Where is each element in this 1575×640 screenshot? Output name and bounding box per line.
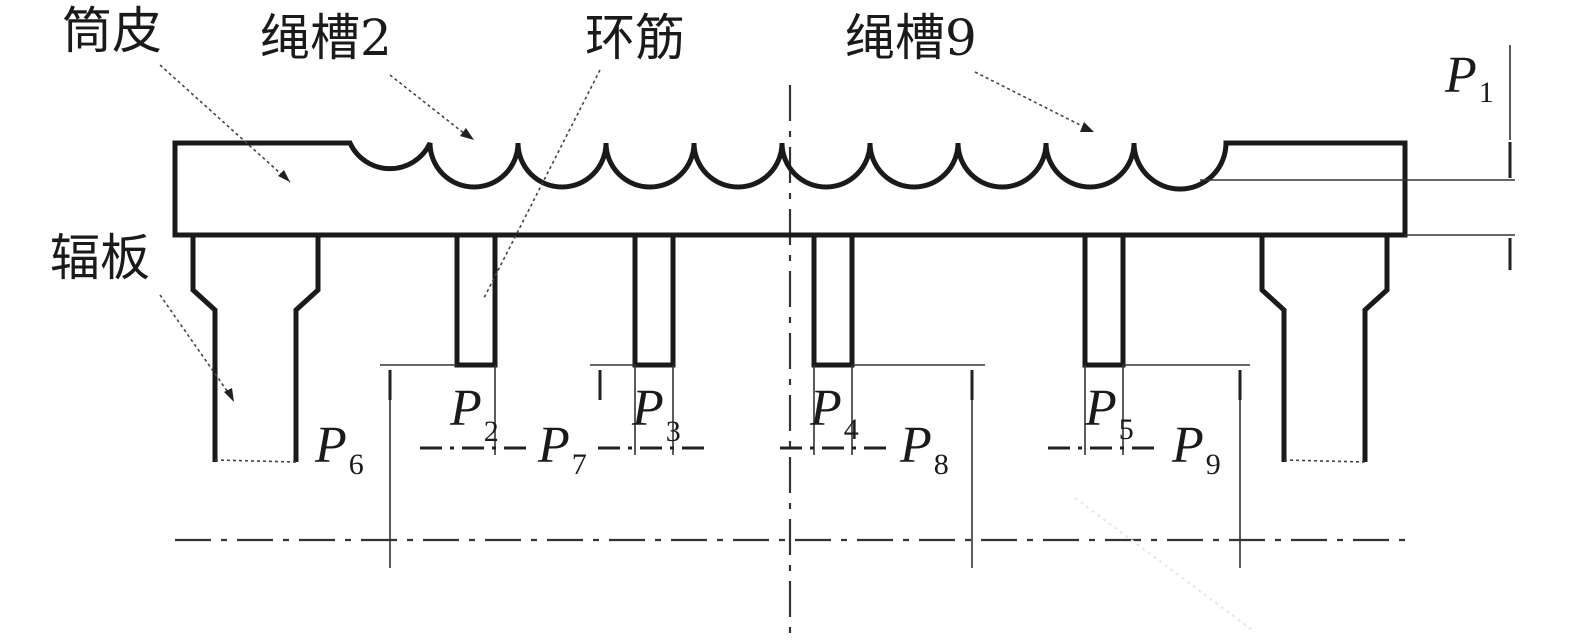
- param-p4: P4: [809, 380, 859, 446]
- shell-leader-line: [159, 64, 291, 183]
- groove-9-leader-arrow: [1080, 122, 1094, 132]
- param-p7: P7: [537, 417, 587, 481]
- web-plate-leader-line: [159, 294, 233, 399]
- label-web-plate: 辐板: [50, 229, 150, 287]
- param-p3: P3: [631, 380, 681, 448]
- web-plate-left: [190, 235, 321, 462]
- param-p5: P5: [1084, 380, 1134, 446]
- param-p2: P2: [449, 380, 499, 448]
- dimension-ticks: [388, 370, 1242, 400]
- label-groove-2: 绳槽2: [260, 9, 392, 67]
- web-plate-leader-arrow: [224, 388, 234, 402]
- ring-rib-4: [1082, 232, 1126, 368]
- groove-2-leader-line: [389, 74, 471, 139]
- web-plate-right: [1259, 235, 1390, 462]
- groove-2-leader-arrow: [460, 128, 474, 140]
- label-shell: 筒皮: [62, 2, 162, 60]
- ring-rib-leader-line: [483, 69, 601, 299]
- ring-rib-2: [632, 232, 676, 368]
- param-p9: P9: [1171, 417, 1221, 481]
- p1-dimension-lines: [1200, 45, 1515, 270]
- param-p6: P6: [314, 417, 364, 481]
- web-plate-left-bottom: [214, 459, 297, 463]
- groove-9-leader-line: [974, 71, 1091, 131]
- param-p1: P1: [1444, 47, 1494, 109]
- drum-shell-outline: [172, 140, 1408, 238]
- ring-rib-1: [454, 232, 498, 368]
- label-ring-rib: 环筋: [585, 9, 685, 67]
- web-plate-right-bottom: [1283, 459, 1366, 463]
- param-p8: P8: [899, 417, 949, 481]
- shell-leader-arrow: [278, 170, 290, 182]
- ring-rib-3: [811, 232, 855, 368]
- label-groove-9: 绳槽9: [845, 9, 977, 67]
- rib-extension-lines: [380, 364, 1250, 568]
- faint-diagonal-line: [1074, 497, 1256, 633]
